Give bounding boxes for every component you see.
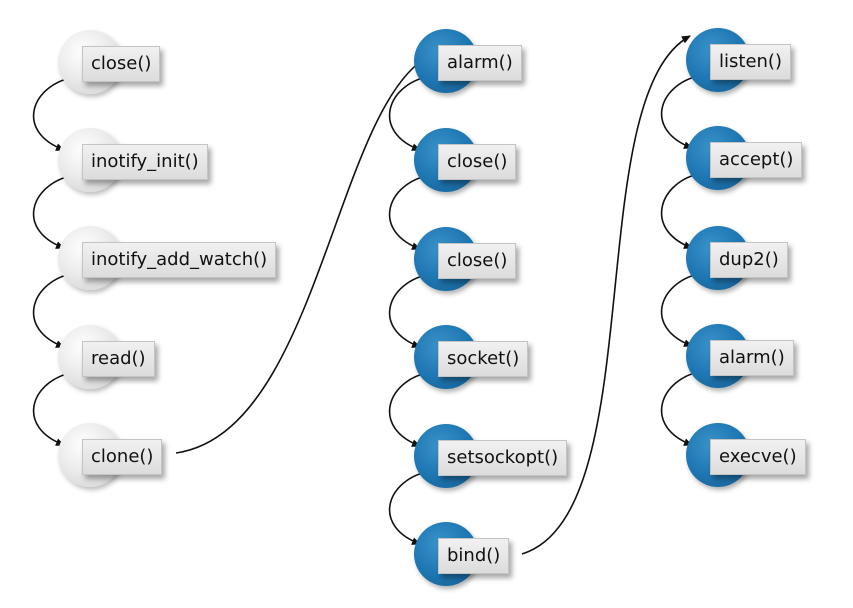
cross-column-arrow (521, 35, 691, 555)
node-label: close() (438, 243, 517, 279)
connector-arrow (388, 471, 427, 545)
connector-arrow (32, 175, 71, 249)
connector-arrow (388, 175, 427, 250)
connector-arrow (32, 77, 71, 151)
connector-arrow (32, 372, 71, 446)
connector-arrow (388, 76, 427, 151)
node-label: socket() (438, 341, 529, 377)
node-label: bind() (438, 538, 510, 574)
connector-arrow (660, 371, 699, 446)
connector-arrow (660, 75, 699, 149)
node-label: inotify_add_watch() (82, 242, 277, 278)
node-label: clone() (82, 439, 163, 475)
node-label: accept() (710, 142, 803, 178)
node-label: dup2() (710, 242, 788, 278)
connector-arrow (388, 274, 427, 348)
node-label: close() (438, 144, 517, 180)
node-label: inotify_init() (82, 144, 208, 180)
connector-arrow (388, 372, 427, 447)
node-label: read() (82, 341, 155, 377)
node-label: alarm() (710, 340, 794, 376)
node-label: listen() (710, 44, 791, 80)
connector-arrow (660, 173, 699, 249)
node-label: close() (82, 46, 161, 82)
connector-arrow (660, 273, 699, 347)
node-label: alarm() (438, 45, 522, 81)
node-label: setsockopt() (438, 440, 568, 476)
cross-column-arrow (175, 58, 425, 454)
connector-arrow (32, 273, 71, 348)
node-label: execve() (710, 439, 806, 475)
